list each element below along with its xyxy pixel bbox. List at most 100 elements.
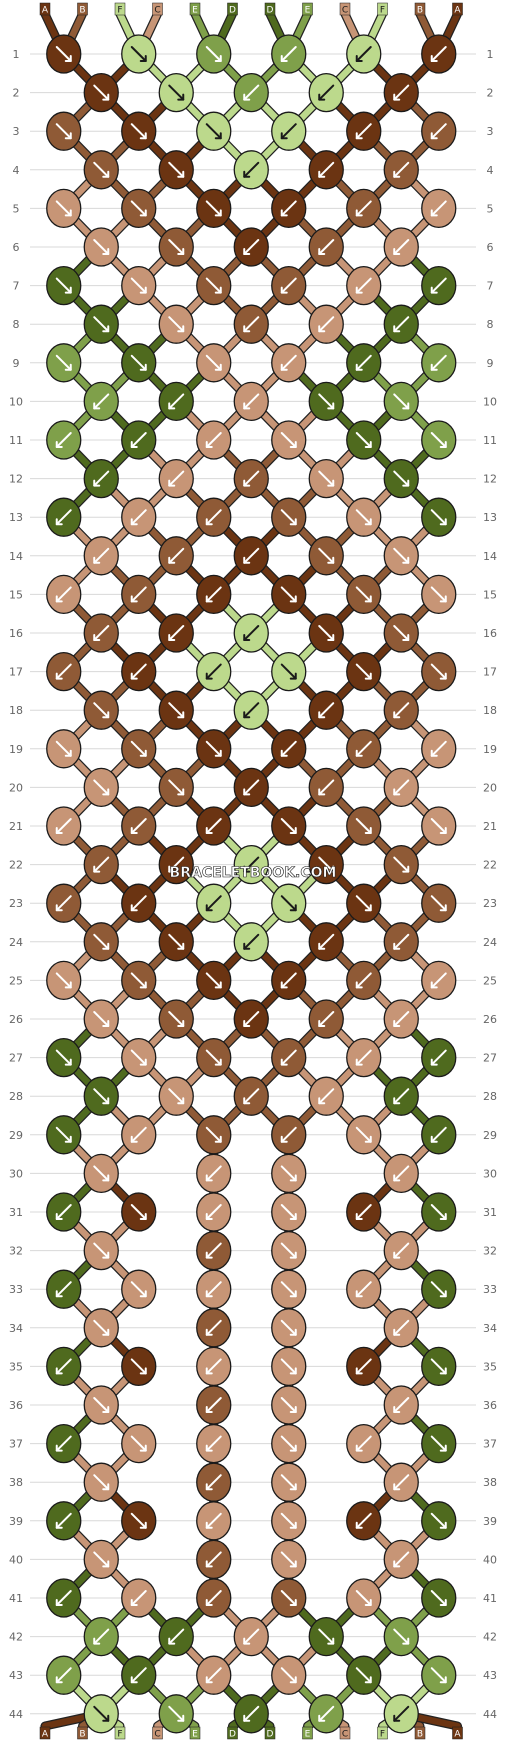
knot-arrow xyxy=(243,393,260,410)
knot-arrow xyxy=(280,1126,297,1143)
knot-arrow xyxy=(205,1049,222,1066)
knot-arrowhead xyxy=(393,1097,401,1105)
knot-arrow xyxy=(55,46,72,62)
strand-label-swatch xyxy=(302,2,313,16)
knot-arrowhead xyxy=(177,248,185,255)
row-number: 33 xyxy=(9,1283,23,1296)
row-number: 15 xyxy=(483,588,497,601)
knot-arrow xyxy=(93,933,110,950)
knot-arrowhead xyxy=(168,479,176,487)
knot-arrow xyxy=(130,895,147,912)
knot-arrow xyxy=(355,277,372,294)
knot-arrowhead xyxy=(93,556,101,564)
knot-arrowhead xyxy=(177,1020,185,1027)
knot-arrowhead xyxy=(214,749,222,757)
knot-arrow xyxy=(355,1667,372,1684)
knot-arrowhead xyxy=(393,942,401,950)
knot-arrow xyxy=(280,1165,297,1182)
knot-arrow xyxy=(93,470,110,487)
knot-arrow xyxy=(430,432,447,448)
knot-arrowhead xyxy=(439,1213,447,1220)
knot-arrowhead xyxy=(130,904,138,912)
knot-arrowhead xyxy=(355,1058,363,1066)
knot-arrowhead xyxy=(243,788,251,796)
row-number: 4 xyxy=(13,164,20,177)
knot-arrowhead xyxy=(55,1521,63,1529)
strand-label-swatch xyxy=(264,2,276,16)
knot-arrowhead xyxy=(289,1599,297,1606)
row-number: 9 xyxy=(13,357,20,370)
strand-label-top: A xyxy=(454,6,461,16)
knot-arrow xyxy=(55,1281,72,1298)
knot-arrow xyxy=(93,547,110,564)
knot-arrow xyxy=(280,1049,297,1066)
knot-arrowhead xyxy=(243,248,251,255)
strand-label-bottom: E xyxy=(192,1730,198,1740)
row-number: 40 xyxy=(483,1553,497,1566)
knot-arrowhead xyxy=(393,1483,401,1491)
knot-arrow xyxy=(55,1126,72,1143)
knot-arrowhead xyxy=(327,556,335,564)
strand-label-bottom: D xyxy=(267,1730,274,1740)
row-number: 43 xyxy=(483,1669,497,1682)
knot-arrow xyxy=(93,1474,110,1491)
row-number: 22 xyxy=(9,859,23,872)
knot-arrowhead xyxy=(364,904,372,912)
knot-arrow xyxy=(130,1281,147,1298)
knot-arrow xyxy=(55,740,72,757)
knot-arrow xyxy=(430,895,447,912)
knot-arrowhead xyxy=(205,1367,213,1375)
knot-arrowhead xyxy=(139,1213,147,1220)
knot-arrowhead xyxy=(280,209,288,217)
knot-arrow xyxy=(280,586,297,603)
knot-arrowhead xyxy=(64,1135,72,1143)
knot-arrowhead xyxy=(402,479,410,487)
row-number: 26 xyxy=(483,1013,497,1026)
knot-arrowhead xyxy=(364,595,372,603)
knot-arrowhead xyxy=(402,634,410,641)
row-number: 41 xyxy=(483,1592,497,1605)
knot-arrowhead xyxy=(430,749,438,757)
knot-arrow xyxy=(318,1628,335,1645)
knot-arrow xyxy=(355,972,372,989)
knot-arrow xyxy=(93,1319,110,1336)
strand-label-bottom: F xyxy=(380,1730,385,1740)
knot-arrow xyxy=(280,200,297,217)
knot-arrow xyxy=(355,1512,372,1529)
knot-arrowhead xyxy=(289,1367,297,1375)
knot-arrow xyxy=(393,1628,410,1645)
knot-arrow xyxy=(393,470,410,487)
knot-arrow xyxy=(355,1590,372,1606)
row-number: 16 xyxy=(9,627,23,640)
knot-arrowhead xyxy=(168,402,176,410)
row-number: 7 xyxy=(487,280,494,293)
strand-label-swatch xyxy=(377,1726,388,1740)
knot-arrow xyxy=(243,547,260,564)
knot-arrowhead xyxy=(102,942,110,950)
knot-arrow xyxy=(393,1242,410,1259)
row-number: 3 xyxy=(487,125,494,138)
knot-arrowhead xyxy=(243,325,251,333)
knot-arrowhead xyxy=(364,1676,372,1684)
knot-arrowhead xyxy=(355,1521,363,1529)
knot-arrowhead xyxy=(139,209,147,217)
knot-arrow xyxy=(130,354,147,371)
knot-arrow xyxy=(318,84,335,101)
knot-arrow xyxy=(243,1011,260,1027)
knot-arrowhead xyxy=(289,1676,297,1684)
knot-arrowhead xyxy=(243,479,251,487)
row-number: 28 xyxy=(9,1090,23,1103)
knot-arrowhead xyxy=(318,788,326,796)
knot-arrowhead xyxy=(243,865,251,873)
knot-arrowhead xyxy=(64,55,72,62)
row-number: 4 xyxy=(487,164,494,177)
knot-arrow xyxy=(355,663,372,680)
knot-arrow xyxy=(243,470,260,487)
row-number: 18 xyxy=(483,704,497,717)
knot-arrowhead xyxy=(102,1174,110,1182)
knot-arrowhead xyxy=(327,865,335,873)
knot-arrowhead xyxy=(214,55,222,62)
knot-arrowhead xyxy=(93,479,101,487)
knot-arrow xyxy=(355,586,372,603)
